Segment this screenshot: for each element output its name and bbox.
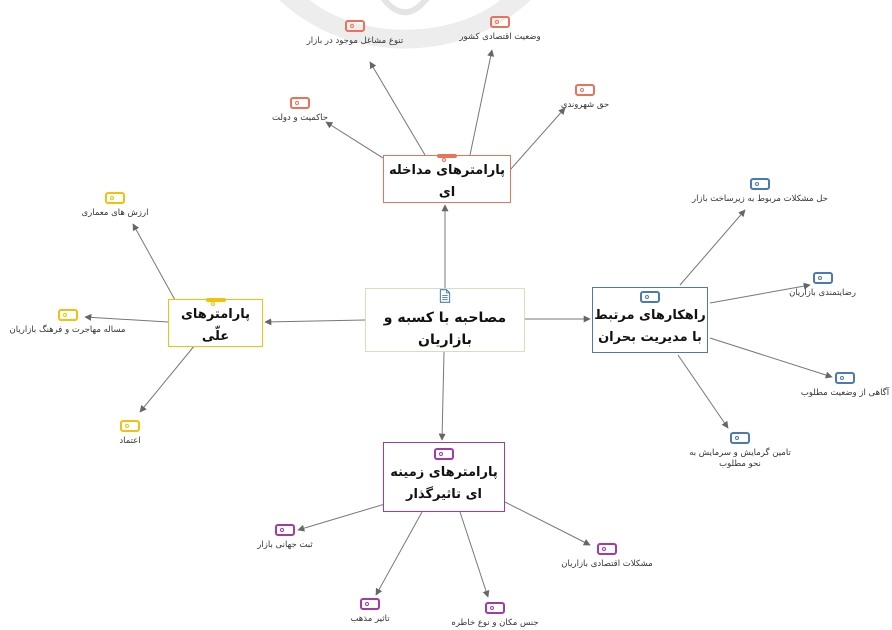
- context-node[interactable]: پارامترهای زمینه ای تاثیرگذار: [383, 442, 505, 512]
- watermark-ornament: [255, 0, 555, 56]
- arrow-causal-leaf-2: [84, 313, 169, 323]
- leaf-label: مشکلات اقتصادی بازاریان: [561, 559, 653, 569]
- tag-icon: [434, 448, 454, 460]
- arrow-context-leaf-1: [297, 503, 386, 532]
- intervention-leaf[interactable]: حاکمیت و دولت: [260, 97, 340, 123]
- context-node-label: پارامترهای زمینه ای تاثیرگذار: [390, 465, 498, 502]
- arrow-intervention-leaf-1: [369, 61, 426, 156]
- tag-icon: [812, 272, 833, 284]
- causal-node-label: پارامترهای علّی: [181, 307, 250, 344]
- tag-icon: [205, 298, 226, 306]
- tag-icon: [290, 97, 310, 109]
- tag-icon: [730, 432, 750, 444]
- arrow-center-to-causal: [264, 318, 366, 326]
- tag-icon: [437, 154, 457, 162]
- leaf-label: تاثیر مذهب: [350, 614, 390, 624]
- tag-icon: [485, 602, 505, 614]
- intervention-leaf[interactable]: حق شهروندی: [550, 84, 620, 110]
- intervention-leaf[interactable]: وضعیت اقتصادی کشور: [445, 16, 555, 42]
- document-icon: [439, 289, 451, 303]
- causal-leaf[interactable]: مساله مهاجرت و فرهنگ بازاریان: [5, 309, 130, 335]
- strategies-leaf[interactable]: رضایتمندی بازاریان: [780, 272, 865, 298]
- intervention-node[interactable]: پارامترهای مداخله ای: [383, 154, 511, 203]
- arrow-intervention-leaf-4: [325, 121, 384, 159]
- context-leaf[interactable]: مشکلات اقتصادی بازاریان: [552, 543, 662, 569]
- arrow-center-to-context: [438, 351, 446, 441]
- tag-icon: [640, 291, 660, 303]
- arrow-intervention-leaf-3: [509, 107, 566, 171]
- strategies-node-label: راهکارهای مرتبط با مدیریت بحران: [594, 308, 706, 345]
- arrow-context-leaf-4: [504, 501, 591, 546]
- leaf-label: اعتماد: [119, 436, 141, 446]
- tag-icon: [575, 84, 595, 96]
- strategies-leaf[interactable]: تامین گرمایش و سرمایش به نحو مطلوب: [680, 432, 800, 470]
- tag-icon: [835, 372, 855, 384]
- causal-leaf[interactable]: اعتماد: [100, 420, 160, 446]
- center-node[interactable]: مصاحبه با کسبه و بازاریان: [365, 288, 525, 352]
- leaf-label: مساله مهاجرت و فرهنگ بازاریان: [9, 325, 126, 335]
- leaf-label: حاکمیت و دولت: [271, 113, 329, 123]
- arrow-intervention-leaf-2: [469, 49, 495, 156]
- arrow-strategies-leaf-2: [709, 282, 811, 304]
- leaf-label: حل مشکلات مربوط به زیرساخت بازار: [692, 194, 828, 204]
- tag-icon: [275, 524, 295, 536]
- arrow-strategies-leaf-4: [677, 354, 729, 429]
- causal-node[interactable]: پارامترهای علّی: [168, 298, 263, 347]
- connector-lines: [84, 49, 833, 598]
- center-node-label: مصاحبه با کسبه و بازاریان: [383, 310, 507, 348]
- tag-icon: [750, 178, 770, 190]
- leaf-label: رضایتمندی بازاریان: [789, 288, 856, 298]
- tag-icon: [345, 20, 365, 32]
- context-leaf[interactable]: ثبت جهانی بازار: [245, 524, 325, 550]
- arrow-context-leaf-2: [375, 511, 423, 596]
- context-leaf[interactable]: تاثیر مذهب: [340, 598, 400, 624]
- leaf-label: جنس مکان و نوع خاطره: [451, 618, 539, 628]
- arrow-strategies-leaf-3: [709, 337, 833, 379]
- intervention-node-label: پارامترهای مداخله ای: [388, 163, 506, 200]
- leaf-label: ثبت جهانی بازار: [257, 540, 313, 550]
- arrow-context-leaf-3: [459, 511, 490, 598]
- intervention-leaf[interactable]: تنوع مشاغل موجود در بازار: [300, 20, 410, 46]
- tag-icon: [490, 16, 510, 28]
- strategies-node[interactable]: راهکارهای مرتبط با مدیریت بحران: [592, 287, 708, 353]
- leaf-label: تنوع مشاغل موجود در بازار: [306, 36, 404, 46]
- leaf-label: حق شهروندی: [560, 100, 610, 110]
- context-leaf[interactable]: جنس مکان و نوع خاطره: [445, 602, 545, 628]
- leaf-label: ارزش های معماری: [81, 208, 149, 218]
- leaf-label: آگاهی از وضعیت مطلوب: [800, 388, 890, 398]
- leaf-label: وضعیت اقتصادی کشور: [459, 32, 541, 42]
- tag-icon: [597, 543, 617, 555]
- arrow-causal-leaf-3: [139, 344, 196, 413]
- leaf-label: تامین گرمایش و سرمایش به نحو مطلوب: [689, 448, 791, 469]
- tag-icon: [360, 598, 380, 610]
- tag-icon: [105, 192, 125, 204]
- strategies-leaf[interactable]: حل مشکلات مربوط به زیرساخت بازار: [690, 178, 830, 204]
- arrow-strategies-leaf-1: [679, 209, 746, 286]
- tag-icon: [57, 309, 78, 321]
- strategies-leaf[interactable]: آگاهی از وضعیت مطلوب: [800, 372, 890, 398]
- causal-leaf[interactable]: ارزش های معماری: [75, 192, 155, 218]
- tag-icon: [120, 420, 140, 432]
- arrow-causal-leaf-1: [132, 223, 176, 301]
